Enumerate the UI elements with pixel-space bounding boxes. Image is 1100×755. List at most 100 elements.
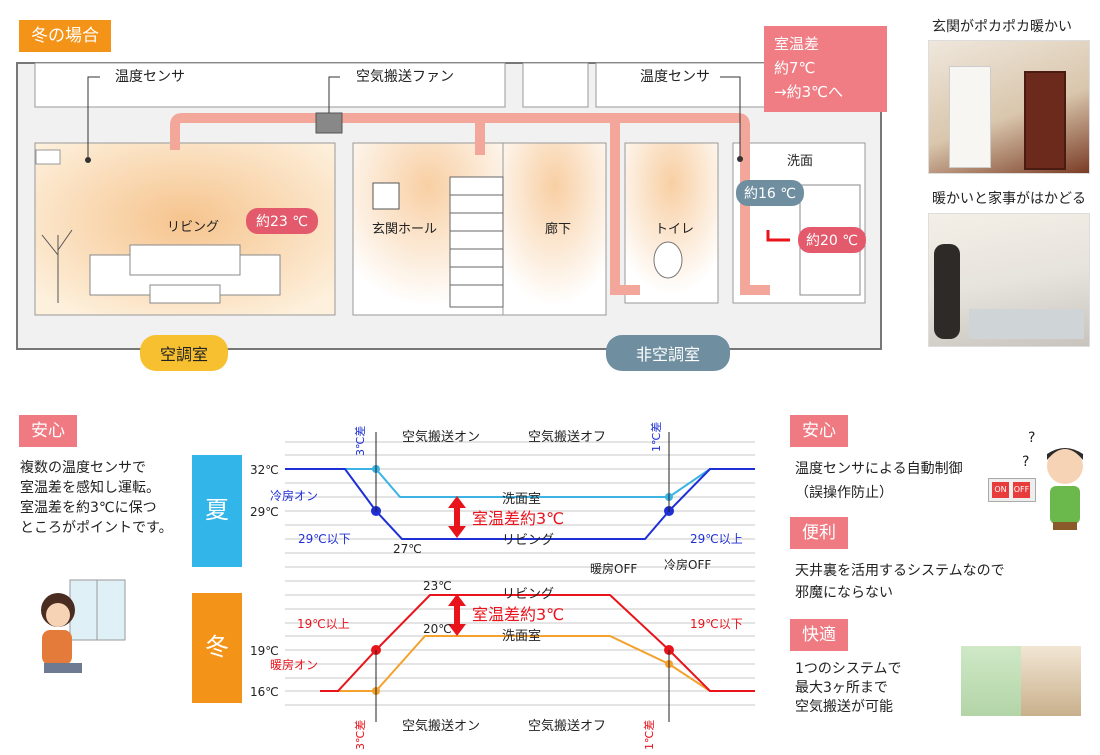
winter-transport-on: 空気搬送オン xyxy=(402,718,480,734)
summer-diff-1: 1℃差 xyxy=(649,422,663,452)
bubble-line3: →約3℃へ xyxy=(774,83,843,101)
air-conditioned-badge: 空調室 xyxy=(140,335,229,371)
sensor-left-label: 温度センサ xyxy=(115,69,185,85)
summer-cooling-on: 冷房オン xyxy=(270,488,318,503)
bubble-line1: 室温差 xyxy=(774,35,820,53)
winter-transport-off: 空気搬送オフ xyxy=(528,718,606,734)
summer-above-29: 29℃以上 xyxy=(690,532,743,546)
switch-panel: ON OFF xyxy=(988,478,1036,502)
summer-washroom-line xyxy=(285,468,755,498)
sofa xyxy=(89,244,281,304)
living-label: リビング xyxy=(167,220,220,235)
left-line-1: 複数の温度センサで xyxy=(20,460,146,476)
winter-tag-bg xyxy=(192,593,242,703)
winter-living-line xyxy=(320,594,755,692)
switch-off: OFF xyxy=(1013,482,1030,498)
svg-text:?: ? xyxy=(1028,430,1035,446)
picture-frame xyxy=(372,182,400,210)
winter-mid-temp: 20℃ xyxy=(423,622,452,636)
summer-diff-arrow xyxy=(448,496,466,538)
right-text-1: 温度センサによる自動制御 （誤操作防止） xyxy=(795,457,963,505)
fan-label: 空気搬送ファン xyxy=(356,69,454,85)
right-text-3: 1つのシステムで 最大3ヶ所まで 空気搬送が可能 xyxy=(795,660,902,717)
summer-washroom-label: 洗面室 xyxy=(502,491,541,507)
tick-32: 32℃ xyxy=(250,463,279,477)
entrance-hall-label: 玄関ホール xyxy=(372,222,438,237)
right-text-2-line-1: 天井裏を活用するシステムなので xyxy=(795,563,1005,579)
winter-washroom-label: 洗面室 xyxy=(502,628,541,644)
washroom-after-badge: 約20 ℃ xyxy=(798,227,866,253)
entrance-caption: 玄関がポカポカ暖かい xyxy=(932,19,1072,35)
right-text-1-line-1: 温度センサによる自動制御 xyxy=(795,461,963,477)
left-line-2: 室温差を感知し運転。 xyxy=(20,480,160,496)
summer-min-temp: 27℃ xyxy=(393,542,422,556)
corridor-room xyxy=(502,142,607,316)
svg-text:?: ? xyxy=(1022,454,1029,470)
right-anshin-tag: 安心 xyxy=(790,415,848,447)
season-tag: 冬の場合 xyxy=(19,20,111,52)
tick-29: 29℃ xyxy=(250,505,279,519)
right-text-3-line-2: 最大3ヶ所まで xyxy=(795,680,888,696)
stairs xyxy=(449,176,504,308)
entrance-mini xyxy=(1021,646,1081,716)
summer-heating-off: 暖房OFF xyxy=(590,561,637,576)
sink xyxy=(969,309,1084,339)
left-line-3: 室温差を約3℃に保つ xyxy=(20,500,157,516)
winter-diff-arrow xyxy=(448,594,466,636)
summer-transport-off: 空気搬送オフ xyxy=(528,429,606,445)
front-door xyxy=(1024,71,1066,170)
left-description: 複数の温度センサで 室温差を感知し運転。 室温差を約3℃に保つ ところがポイント… xyxy=(20,458,173,538)
entrance-photo xyxy=(928,40,1090,174)
switch-on: ON xyxy=(992,482,1009,498)
house-mini-illustration xyxy=(961,646,1081,716)
woman-illustration xyxy=(41,579,126,673)
washroom-before-badge: 約16 ℃ xyxy=(736,180,804,206)
left-line-4: ところがポイントです。 xyxy=(20,520,173,536)
living-temp-badge: 約23 ℃ xyxy=(246,208,318,234)
winter-below-19: 19℃以下 xyxy=(690,617,743,631)
winter-max-temp: 23℃ xyxy=(423,579,452,593)
kaiteki-tag: 快適 xyxy=(790,619,848,651)
non-air-conditioned-badge: 非空調室 xyxy=(606,335,731,371)
bubble-line2: 約7℃ xyxy=(774,59,816,77)
tick-19: 19℃ xyxy=(250,644,279,658)
temperature-chart: 夏 冬 32℃ 29℃ 19℃ 16℃ 3℃差 1℃差 空気搬送オン 空気搬送オ… xyxy=(192,422,755,750)
summer-diff-3: 3℃差 xyxy=(353,426,367,456)
temp-diff-bubble: 室温差 約7℃ →約3℃へ xyxy=(764,26,887,112)
washroom-mini xyxy=(961,646,1021,716)
summer-living-line xyxy=(285,468,755,540)
kitchen-photo xyxy=(928,213,1090,347)
toilet-icon xyxy=(653,241,683,279)
fan-box xyxy=(315,112,343,134)
right-text-3-line-3: 空気搬送が可能 xyxy=(795,699,893,715)
washroom-label: 洗面 xyxy=(787,154,814,169)
summer-tag-bg xyxy=(192,455,242,567)
summer-tag: 夏 xyxy=(205,496,229,524)
person-figure xyxy=(934,244,960,339)
winter-temp-diff: 室温差約3℃ xyxy=(472,605,564,624)
summer-transport-on: 空気搬送オン xyxy=(402,429,480,445)
summer-temp-diff: 室温差約3℃ xyxy=(472,509,564,528)
corridor-label: 廊下 xyxy=(545,222,572,237)
right-text-3-line-1: 1つのシステムで xyxy=(795,661,902,677)
right-text-2-line-2: 邪魔にならない xyxy=(795,585,893,601)
air-duct xyxy=(170,113,770,295)
plant-icon xyxy=(41,229,73,303)
right-text-2: 天井裏を活用するシステムなので 邪魔にならない xyxy=(795,560,1005,604)
winter-tag: 冬 xyxy=(205,633,229,661)
ac-unit-icon xyxy=(35,149,61,165)
summer-living-label: リビング xyxy=(502,533,554,548)
winter-heating-on: 暖房オン xyxy=(270,657,318,672)
summer-cooling-off: 冷房OFF xyxy=(664,557,711,572)
kitchen-caption: 暖かいと家事がはかどる xyxy=(932,191,1086,207)
sensor-right-label: 温度センサ xyxy=(640,69,710,85)
winter-living-label: リビング xyxy=(502,587,554,602)
winter-diff-3: 3℃差 xyxy=(353,720,367,750)
winter-diff-1: 1℃差 xyxy=(642,720,656,750)
benri-tag: 便利 xyxy=(790,517,848,549)
confused-boy-illustration: ? ? xyxy=(1022,430,1083,530)
summer-below-29: 29℃以下 xyxy=(298,532,351,546)
house-diagram xyxy=(16,62,882,350)
shoe-cabinet xyxy=(949,66,991,168)
toilet-label: トイレ xyxy=(655,222,695,237)
